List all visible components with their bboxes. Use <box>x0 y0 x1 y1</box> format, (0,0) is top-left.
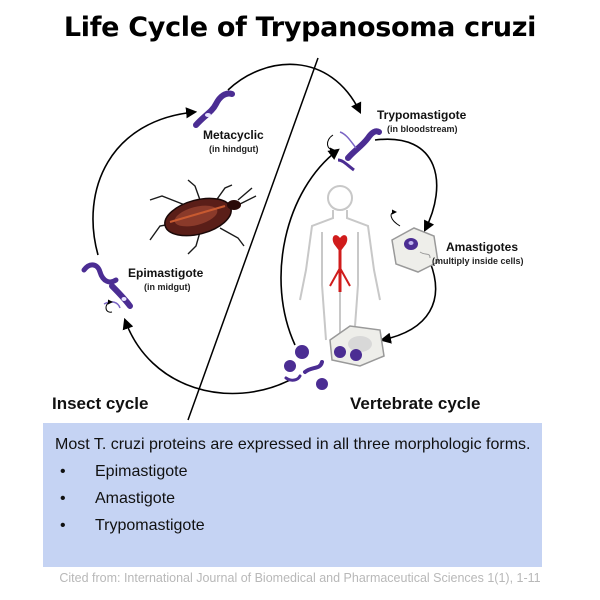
stage-label-epimastigote: Epimastigote (in midgut) <box>128 266 203 294</box>
stage-label-amastigotes: Amastigotes (multiply inside cells) <box>432 240 524 268</box>
infected-cells-icon <box>284 325 385 390</box>
trypomastigote-parasite-icon <box>327 128 382 172</box>
vertebrate-cycle-label: Vertebrate cycle <box>350 394 481 413</box>
amastigotes-name: Amastigotes <box>446 240 519 254</box>
insect-cycle-label: Insect cycle <box>52 394 149 413</box>
metacyclic-location: (in hindgut) <box>209 144 259 154</box>
info-panel: Most T. cruzi proteins are expressed in … <box>43 423 542 567</box>
amastigote-cell-icon <box>390 209 439 273</box>
page-title: Life Cycle of Trypanosoma cruzi <box>63 12 537 43</box>
panel-text: Most T. cruzi proteins are expressed in … <box>55 431 535 539</box>
bullet-icon: • <box>60 463 66 480</box>
panel-intro: Most T. cruzi proteins are expressed in … <box>55 436 531 453</box>
trypomastigote-name: Trypomastigote <box>377 108 467 122</box>
trypomastigote-location: (in bloodstream) <box>387 124 458 134</box>
list-item: • Trypomastigote <box>55 512 535 539</box>
list-item-label: Amastigote <box>95 490 176 507</box>
bullet-icon: • <box>60 490 66 507</box>
list-item-label: Trypomastigote <box>95 517 205 534</box>
arrow-metacyclic-to-trypomastigote <box>227 63 362 115</box>
life-cycle-diagram <box>81 57 439 421</box>
list-item-label: Epimastigote <box>95 463 188 480</box>
bullet-icon: • <box>60 517 66 534</box>
epimastigote-parasite-icon <box>81 262 133 313</box>
list-item: • Amastigote <box>55 485 535 512</box>
arrow-epimastigote-to-metacyclic <box>92 107 198 256</box>
human-body-icon <box>299 185 381 341</box>
stage-label-trypomastigote: Trypomastigote (in bloodstream) <box>377 108 466 136</box>
metacyclic-parasite-icon <box>193 90 235 128</box>
list-item: • Epimastigote <box>55 458 535 485</box>
cycle-divider-line <box>187 57 319 421</box>
stage-label-metacyclic: Metacyclic (in hindgut) <box>203 128 264 156</box>
arrow-blood-to-epimastigote <box>122 317 291 395</box>
amastigotes-location: (multiply inside cells) <box>432 256 524 266</box>
arrow-trypomastigote-to-amastigote <box>374 138 438 232</box>
forms-list: • Epimastigote • Amastigote • Trypomastigot… <box>55 458 535 539</box>
citation-text: Cited from: International Journal of Bio… <box>59 571 541 585</box>
epimastigote-location: (in midgut) <box>144 282 191 292</box>
arrow-cells-to-trypomastigote <box>280 148 340 346</box>
kissing-bug-icon <box>149 179 257 255</box>
arrow-amastigote-to-cells <box>379 261 437 344</box>
epimastigote-name: Epimastigote <box>128 266 204 280</box>
metacyclic-name: Metacyclic <box>203 128 264 142</box>
